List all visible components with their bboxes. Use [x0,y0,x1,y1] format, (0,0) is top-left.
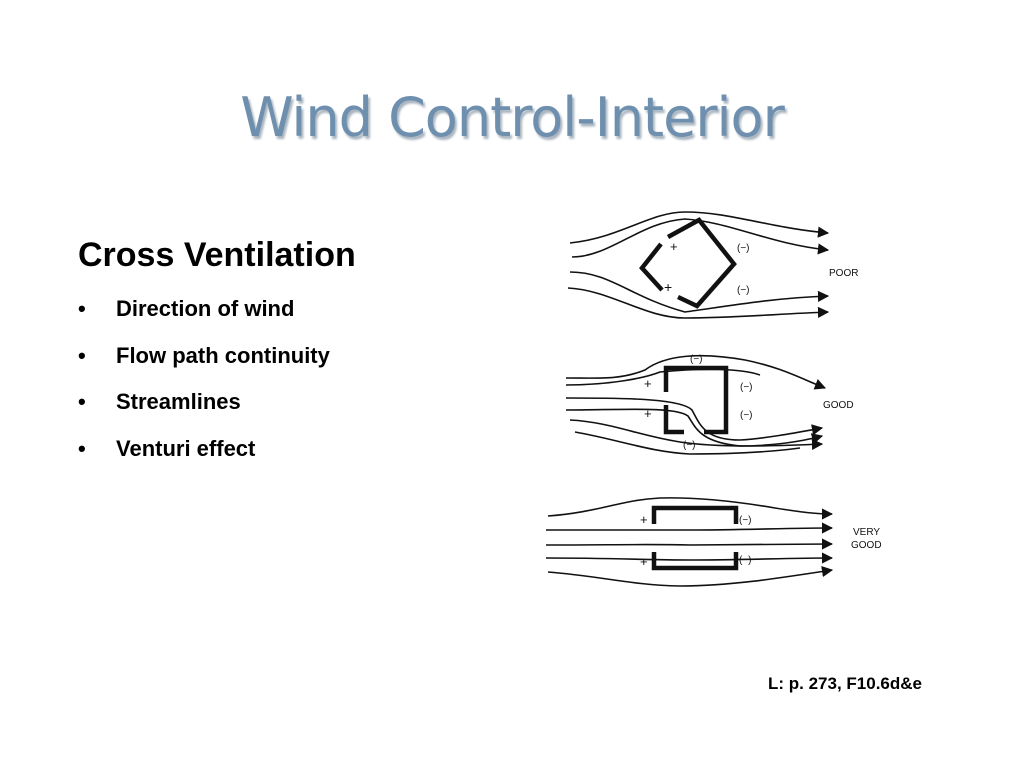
streamline [547,497,834,520]
slide-title: Wind Control-Interior [240,86,785,149]
bullet-list: • Direction of wind • Flow path continuity… [78,296,330,482]
bullet-marker: • [78,296,86,321]
streamline [547,565,834,587]
streamline [565,354,827,390]
bullet-text: Flow path continuity [116,342,330,368]
bullet-item: • Direction of wind [78,296,330,343]
bullet-text: Streamlines [116,389,241,414]
pressure-minus-label: (−) [690,354,703,365]
streamline [545,552,834,564]
streamline [565,368,761,386]
bullet-text: Venturi effect [116,435,256,461]
very-good-label: GOOD [851,540,882,551]
poor-ventilation-diagram [567,211,830,319]
pressure-minus-label: (−) [739,515,752,526]
streamline [565,408,824,447]
pressure-minus-label: (−) [737,243,750,254]
pressure-plus-label: + [640,554,648,569]
bullet-marker: • [78,389,86,414]
pressure-plus-label: + [670,239,678,254]
pressure-plus-label: + [640,512,648,527]
streamline [569,419,824,451]
section-heading: Cross Ventilation [78,236,356,274]
pressure-minus-label: (−) [739,555,752,566]
pressure-plus-label: + [644,406,652,421]
pressure-plus-label: + [664,279,672,295]
streamline [545,522,834,534]
pressure-minus-label: (−) [737,285,750,296]
streamline [567,287,830,319]
pressure-minus-label: (−) [683,440,696,451]
bullet-item: • Streamlines [78,389,330,436]
poor-label: POOR [829,268,858,279]
building-wall [663,405,684,435]
bullet-marker: • [78,342,86,368]
streamline [565,397,824,441]
pressure-plus-label: + [644,376,652,391]
streamline [569,211,830,244]
good-ventilation-diagram [565,354,827,455]
very-good-label: VERY [853,527,880,538]
streamline [569,271,830,313]
good-label: GOOD [823,400,854,411]
building-wall [651,552,739,571]
citation: L: p. 273, F10.6d&e [768,674,922,693]
bullet-item: • Venturi effect [78,436,330,483]
pressure-minus-label: (−) [740,382,753,393]
bullet-text: Direction of wind [116,296,295,321]
very-good-ventilation-diagram [545,497,834,587]
building-wall [666,217,737,309]
streamline [574,431,801,455]
bullet-item: • Flow path continuity [78,343,330,390]
bullet-marker: • [78,435,86,461]
streamline [545,538,834,550]
ventilation-diagram: + + (−) (−) POOR (−) + + (−) (−) (−) GOO… [545,211,882,587]
pressure-minus-label: (−) [740,410,753,421]
building-wall [639,242,664,292]
building-wall [651,505,739,524]
building-wall [663,365,729,435]
streamline [571,218,830,258]
